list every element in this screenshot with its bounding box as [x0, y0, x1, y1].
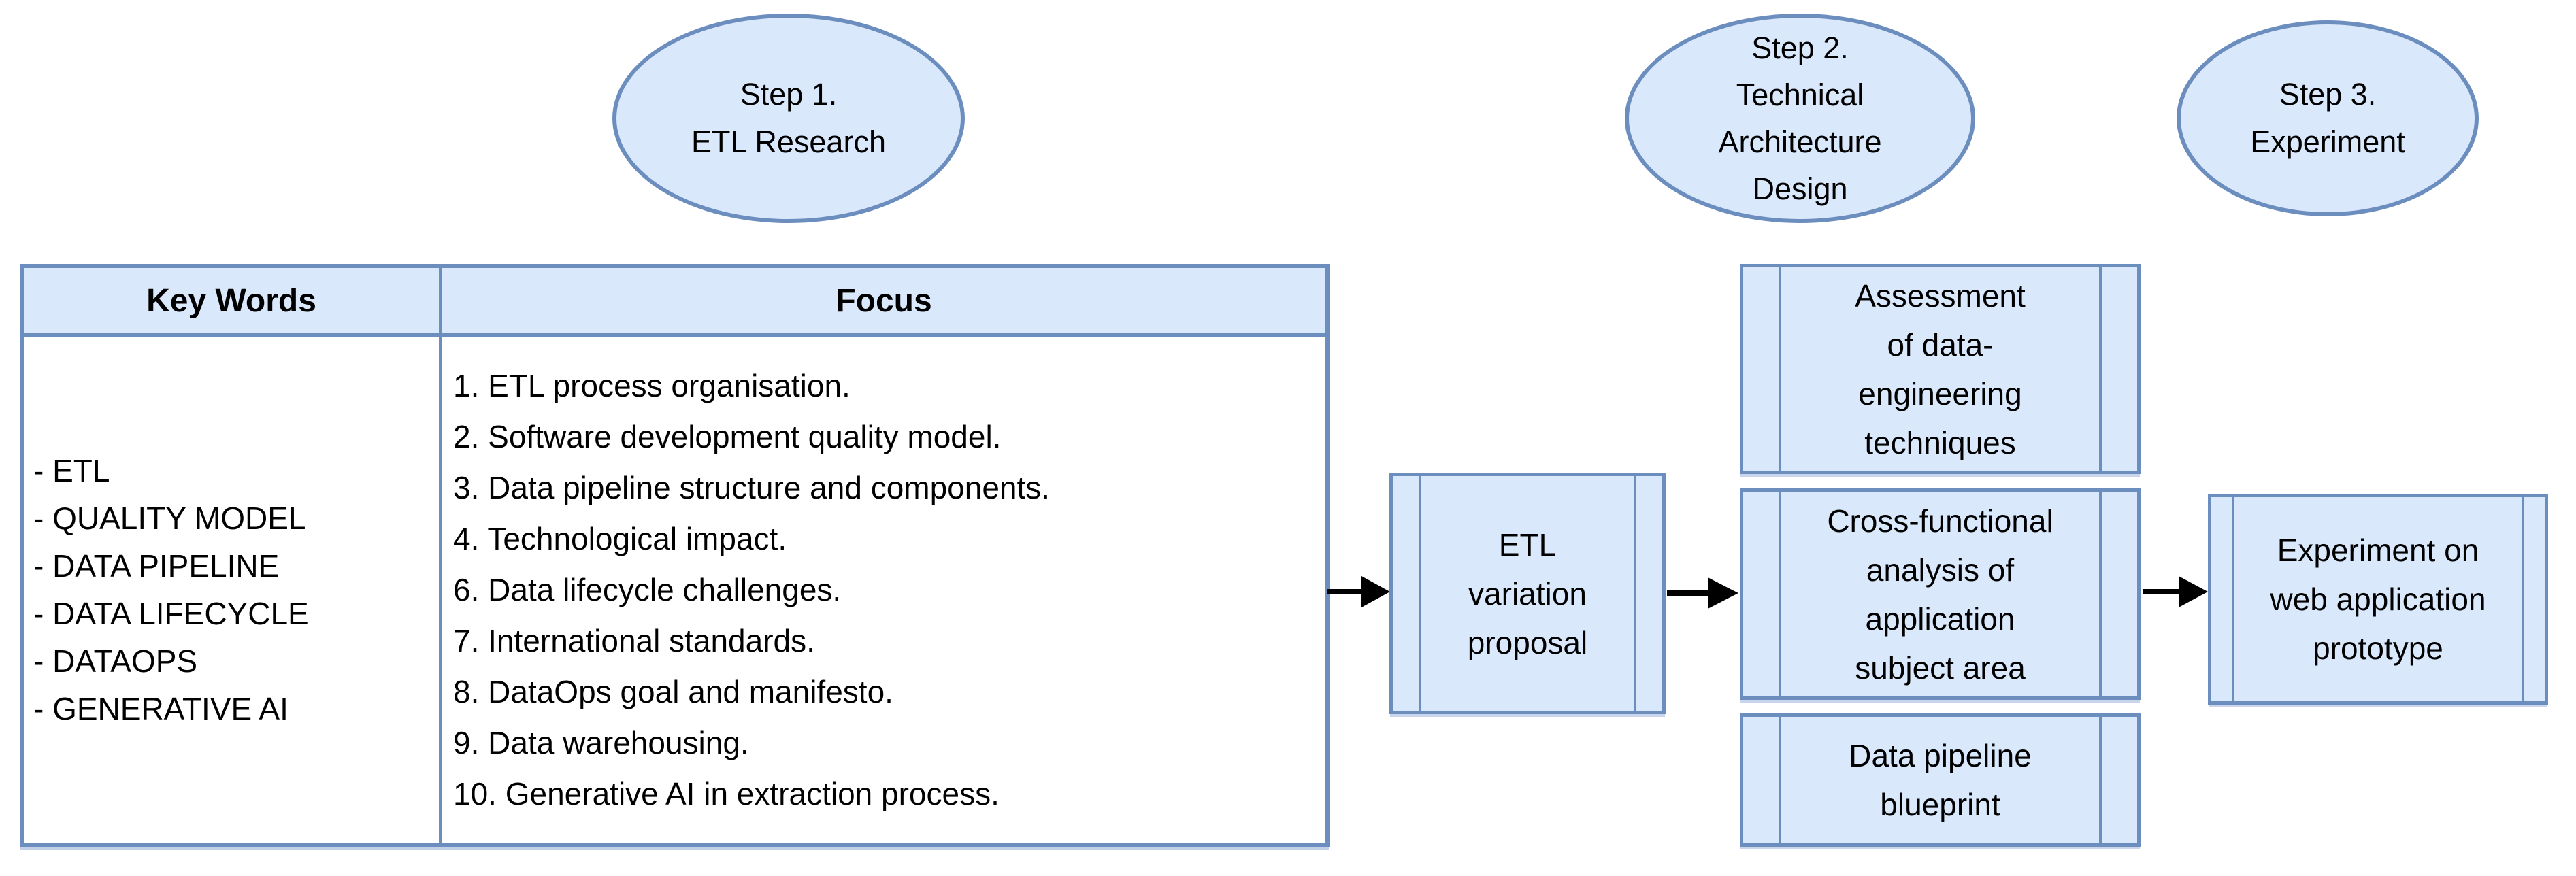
assessment-label: Assessment of data- engineering techniqu… [1855, 277, 2026, 460]
data-pipeline-blueprint-label: Data pipeline blueprint [1849, 738, 2032, 822]
keywords-focus-table: Key Words Focus - ETL - QUALITY MODEL - … [20, 264, 1330, 847]
keyword-item: - GENERATIVE AI [33, 691, 288, 726]
keyword-item: - DATA LIFECYCLE [33, 596, 309, 631]
assessment-box: Assessment of data- engineering techniqu… [1740, 264, 2141, 474]
arrow-right-icon [1327, 576, 1390, 607]
keyword-item: - ETL [33, 453, 110, 488]
process-box-left-bar [1779, 717, 1781, 843]
step-1-ellipse: Step 1. ETL Research [612, 14, 965, 223]
focus-item: 4. Technological impact. [453, 520, 787, 556]
step-3-ellipse: Step 3. Experiment [2177, 20, 2479, 216]
step-2-ellipse: Step 2. Technical Architecture Design [1625, 14, 1975, 223]
focus-header-label: Focus [836, 282, 932, 319]
process-box-right-bar [2522, 497, 2524, 701]
cross-functional-analysis-label: Cross-functional analysis of application… [1827, 503, 2053, 686]
keyword-item: - DATAOPS [33, 643, 198, 679]
etl-variation-proposal-label: ETL variation proposal [1467, 526, 1588, 660]
process-box-left-bar [2232, 497, 2234, 701]
etl-variation-proposal-box: ETL variation proposal [1389, 473, 1666, 714]
step-1-label: Step 1. ETL Research [691, 77, 886, 159]
step-3-label: Step 3. Experiment [2250, 77, 2405, 159]
flow-arrow-architecture-to-experiment [2143, 571, 2208, 616]
arrow-right-icon [2143, 576, 2208, 607]
focus-item: 8. DataOps goal and manifesto. [453, 673, 893, 709]
arrow-right-icon [1667, 577, 1738, 609]
experiment-box: Experiment on web application prototype [2208, 494, 2548, 705]
flow-arrow-etl-to-architecture [1667, 573, 1738, 617]
experiment-label: Experiment on web application prototype [2270, 533, 2486, 666]
process-box-left-bar [1779, 492, 1781, 696]
flow-arrow-table-to-etl [1327, 571, 1390, 616]
process-box-left-bar [1779, 267, 1781, 471]
table-body-row: - ETL - QUALITY MODEL - DATA PIPELINE - … [24, 337, 1325, 843]
focus-item: 1. ETL process organisation. [453, 367, 851, 403]
focus-item: 10. Generative AI in extraction process. [453, 775, 1000, 811]
keyword-item: - DATA PIPELINE [33, 548, 280, 584]
process-box-left-bar [1419, 476, 1421, 711]
focus-item: 2. Software development quality model. [453, 418, 1002, 454]
keyword-item: - QUALITY MODEL [33, 501, 306, 536]
step-2-label: Step 2. Technical Architecture Design [1718, 31, 1882, 206]
cross-functional-analysis-box: Cross-functional analysis of application… [1740, 488, 2141, 700]
process-box-right-bar [1634, 476, 1636, 711]
focus-header-cell: Focus [442, 268, 1325, 333]
key-words-header-label: Key Words [146, 282, 316, 319]
focus-item: 6. Data lifecycle challenges. [453, 571, 842, 607]
focus-item: 9. Data warehousing. [453, 724, 749, 760]
focus-item: 7. International standards. [453, 622, 815, 658]
process-box-right-bar [2099, 492, 2102, 696]
focus-cell: 1. ETL process organisation. 2. Software… [442, 337, 1325, 843]
focus-item: 3. Data pipeline structure and component… [453, 469, 1051, 505]
keywords-cell: - ETL - QUALITY MODEL - DATA PIPELINE - … [24, 337, 442, 843]
data-pipeline-blueprint-box: Data pipeline blueprint [1740, 713, 2141, 847]
process-box-right-bar [2099, 717, 2102, 843]
key-words-header-cell: Key Words [24, 268, 442, 333]
table-header-row: Key Words Focus [24, 268, 1325, 337]
process-box-right-bar [2099, 267, 2102, 471]
